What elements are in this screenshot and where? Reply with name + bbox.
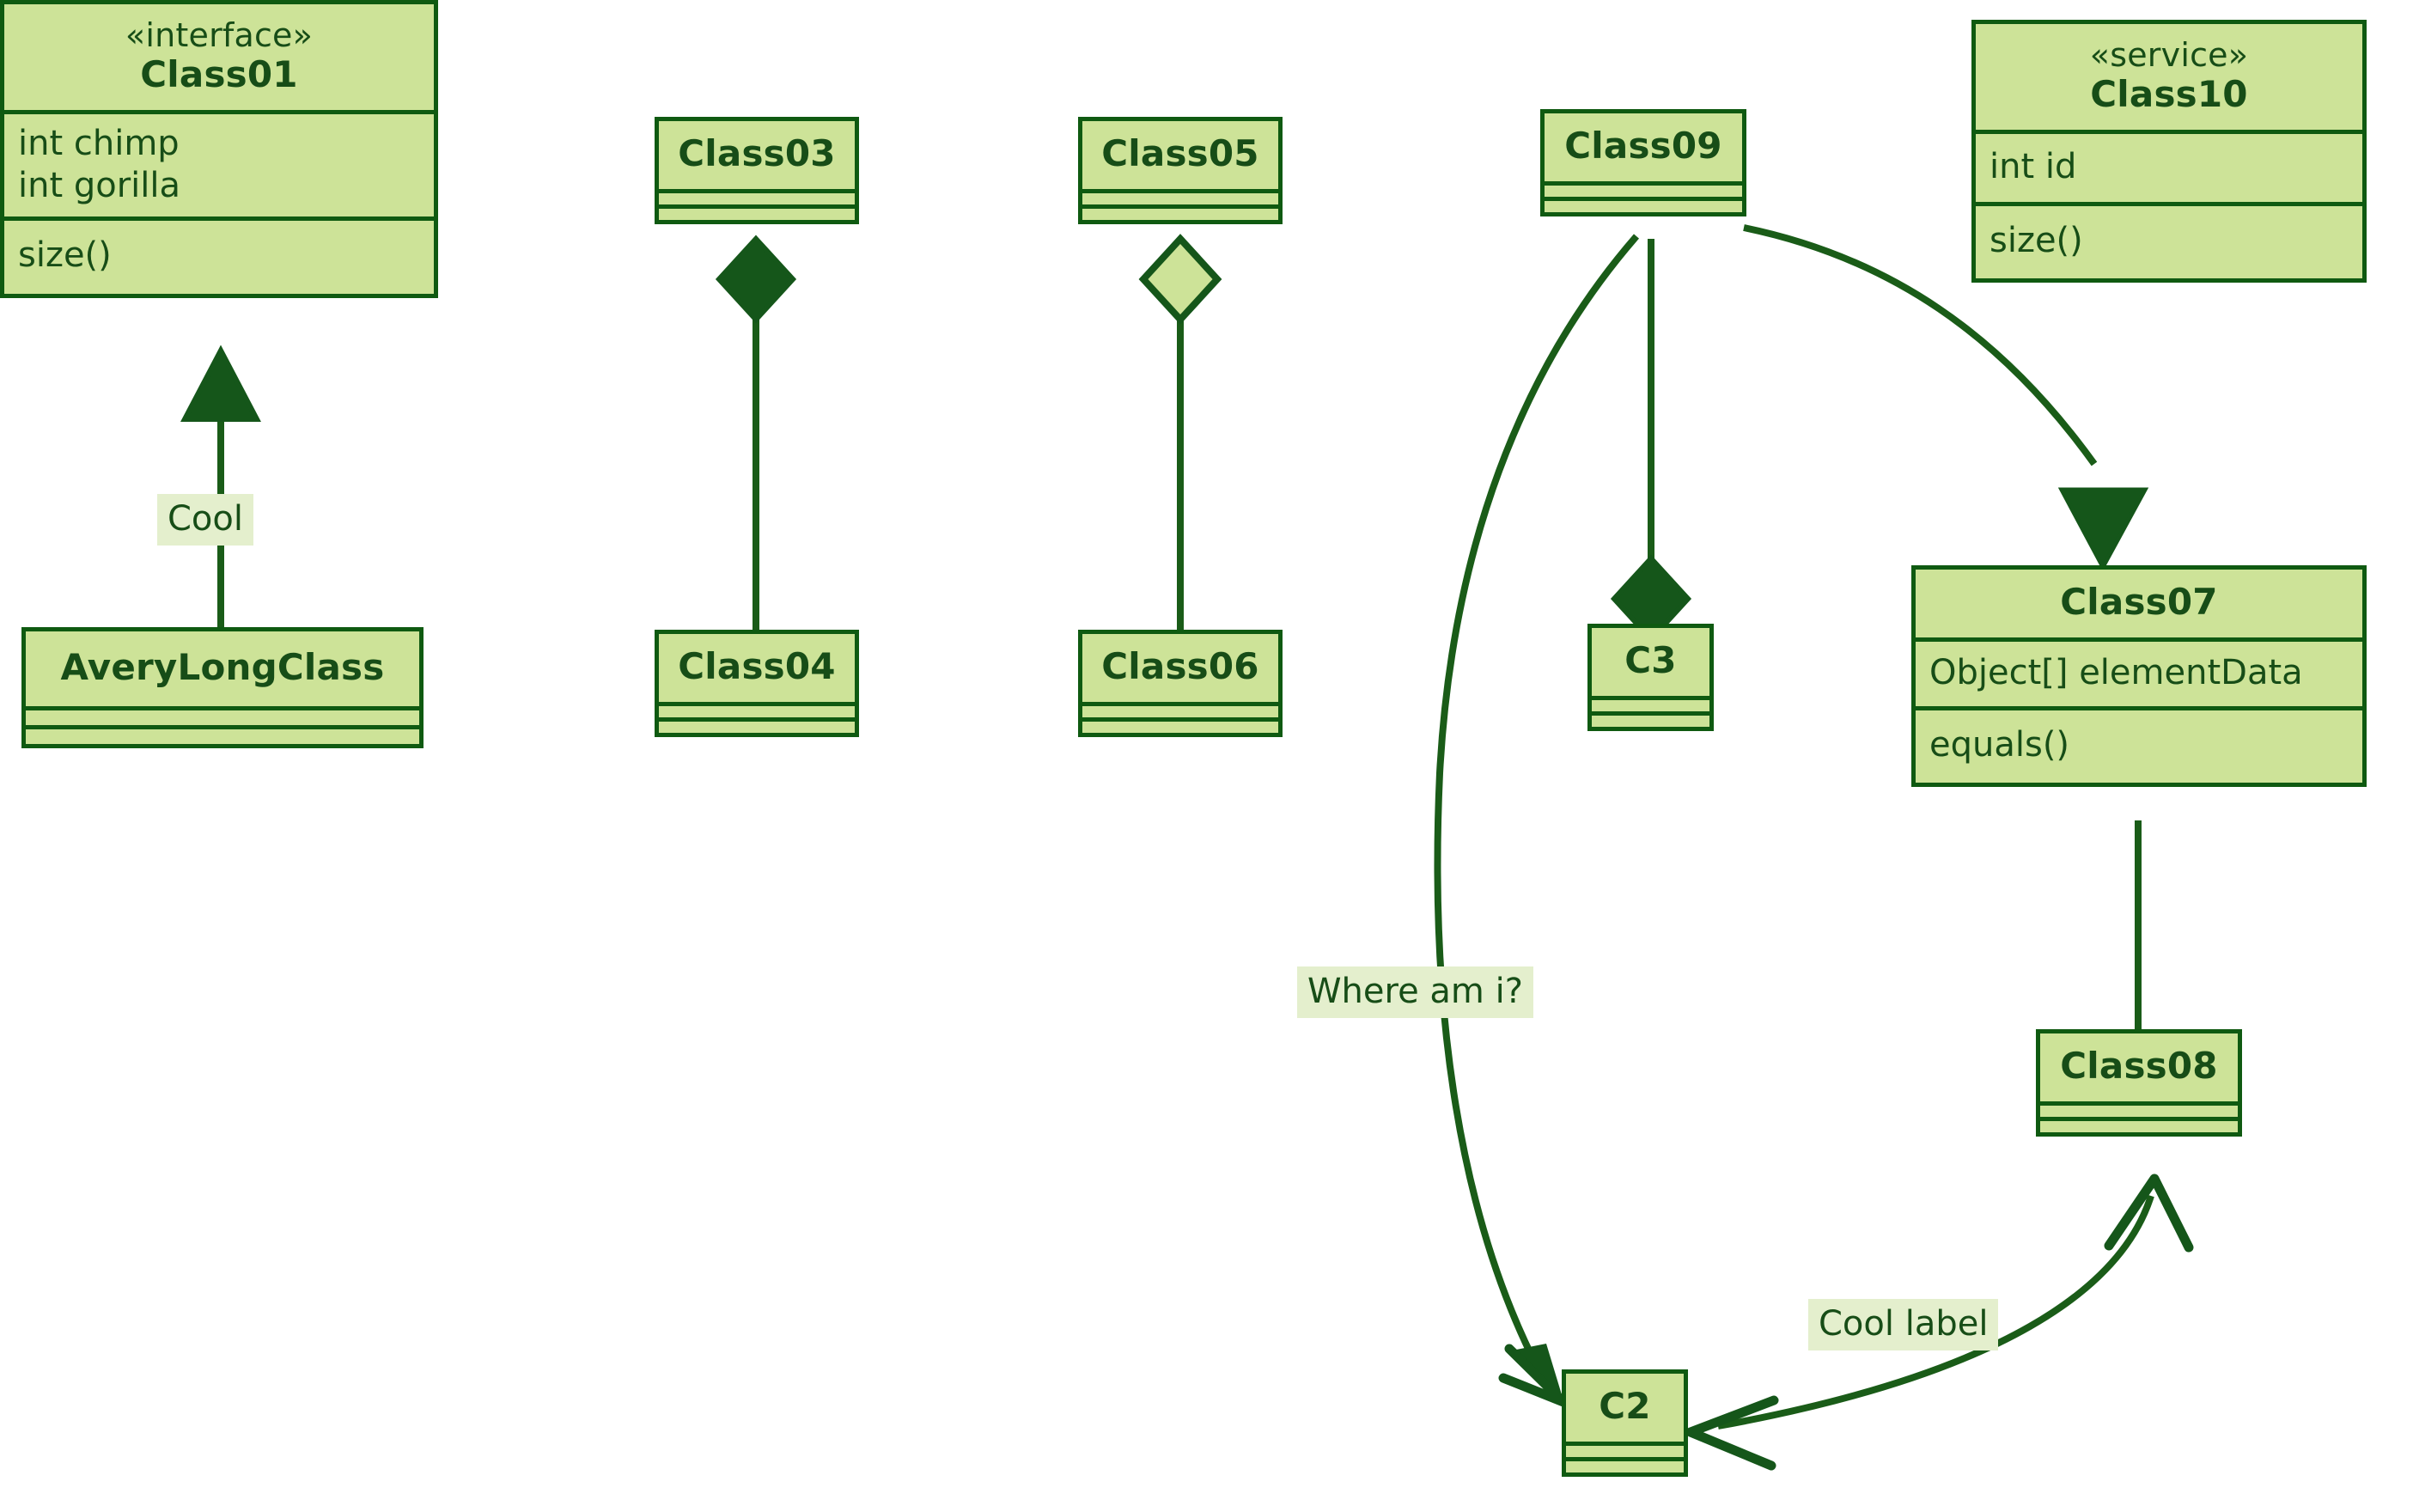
class-box-c2[interactable]: C2: [1562, 1369, 1688, 1477]
class-name-class06: Class06: [1101, 645, 1259, 687]
class-attributes-class05: [1082, 188, 1278, 204]
class-header-averylongclass: AveryLongClass: [26, 631, 419, 706]
composition-diamond-icon: [715, 235, 797, 324]
class-box-class05[interactable]: Class05: [1078, 117, 1283, 224]
class-box-averylongclass[interactable]: AveryLongClass: [21, 627, 423, 748]
class-methods-c2: [1566, 1456, 1684, 1472]
class-stereotype-class10: «service»: [2089, 36, 2249, 74]
edge-label-where-am-i: Where am i?: [1297, 966, 1533, 1018]
class-header-class03: Class03: [659, 121, 855, 189]
class-methods-class04: [659, 716, 855, 733]
class-attributes-class04: [659, 701, 855, 717]
edge-label-cool-label: Cool label: [1808, 1299, 1999, 1350]
association-arrowhead-icon: [2104, 1174, 2194, 1253]
class-header-c2: C2: [1566, 1374, 1684, 1442]
class-box-class07[interactable]: Class07 Object[] elementData equals(): [1911, 565, 2367, 788]
edge-label-cool: Cool: [157, 494, 253, 546]
class-methods-class06: [1082, 716, 1278, 733]
class-attributes-class06: [1082, 701, 1278, 717]
edge-class09-to-c2: [1434, 234, 1640, 1407]
class-attributes-class01: int chimp int gorilla: [4, 109, 434, 217]
aggregation-diamond-icon: [1138, 234, 1222, 325]
association-arrowhead-icon: [1685, 1395, 1779, 1471]
class-methods-c3: [1592, 710, 1709, 727]
attribute-row: int gorilla: [18, 165, 181, 205]
class-name-averylongclass: AveryLongClass: [60, 646, 385, 688]
class-methods-class01: size(): [4, 216, 434, 294]
class-attributes-c3: [1592, 695, 1709, 711]
class-header-class05: Class05: [1082, 121, 1278, 189]
method-row: size(): [18, 235, 112, 276]
class-name-class04: Class04: [678, 645, 836, 687]
class-attributes-class08: [2040, 1100, 2238, 1117]
class-attributes-averylongclass: [26, 705, 419, 725]
attribute-row: Object[] elementData: [1929, 652, 2303, 692]
class-name-class05: Class05: [1101, 132, 1259, 174]
class-methods-class05: [1082, 204, 1278, 220]
class-box-class04[interactable]: Class04: [655, 630, 859, 737]
class-box-class10[interactable]: «service» Class10 int id size(): [1971, 20, 2367, 284]
inheritance-arrowhead-icon: [180, 344, 261, 422]
attribute-row: int id: [1990, 146, 2077, 186]
class-box-c3[interactable]: C3: [1587, 624, 1714, 731]
class-methods-class10: size(): [1976, 201, 2362, 279]
class-stereotype-class01: «interface»: [125, 16, 314, 54]
class-name-class09: Class09: [1564, 125, 1722, 167]
class-methods-class08: [2040, 1116, 2238, 1132]
class-attributes-c2: [1566, 1441, 1684, 1457]
class-attributes-class10: int id: [1976, 129, 2362, 202]
attribute-row: int chimp: [18, 123, 180, 163]
class-methods-averylongclass: [26, 724, 419, 744]
method-row: size(): [1990, 220, 2083, 260]
class-header-class10: «service» Class10: [1976, 24, 2362, 130]
solid-arrowhead-icon: [2057, 487, 2149, 572]
edge-class09-to-c3: [1610, 239, 1692, 643]
class-box-class03[interactable]: Class03: [655, 117, 859, 224]
class-name-class10: Class10: [2090, 73, 2248, 116]
class-name-c2: C2: [1599, 1385, 1651, 1427]
edge-averylongclass-to-class01: [180, 344, 261, 627]
class-header-class08: Class08: [2040, 1033, 2238, 1101]
class-attributes-class09: [1545, 180, 1742, 197]
class-box-class08[interactable]: Class08: [2036, 1029, 2242, 1137]
class-methods-class09: [1545, 196, 1742, 212]
class-header-c3: C3: [1592, 628, 1709, 696]
class-box-class09[interactable]: Class09: [1540, 109, 1746, 216]
edge-class05-to-class06: [1138, 234, 1222, 630]
class-name-class01: Class01: [140, 53, 298, 96]
class-box-class01[interactable]: «interface» Class01 int chimp int gorill…: [0, 0, 438, 299]
class-methods-class03: [659, 204, 855, 220]
class-name-class08: Class08: [2060, 1045, 2218, 1087]
class-header-class06: Class06: [1082, 634, 1278, 702]
class-header-class01: «interface» Class01: [4, 4, 434, 110]
class-name-class07: Class07: [2060, 581, 2218, 623]
class-header-class09: Class09: [1545, 113, 1742, 181]
class-header-class07: Class07: [1916, 570, 2362, 637]
method-row: equals(): [1929, 724, 2070, 765]
class-attributes-class07: Object[] elementData: [1916, 637, 2362, 706]
class-header-class04: Class04: [659, 634, 855, 702]
edge-class03-to-class04: [715, 235, 797, 630]
class-name-class03: Class03: [678, 132, 836, 174]
edge-class09-to-class07: [1743, 224, 2149, 572]
edge-class08-to-c2: [1685, 1174, 2194, 1471]
class-methods-class07: equals(): [1916, 705, 2362, 783]
class-attributes-class03: [659, 188, 855, 204]
class-box-class06[interactable]: Class06: [1078, 630, 1283, 737]
class-name-c3: C3: [1624, 639, 1677, 681]
